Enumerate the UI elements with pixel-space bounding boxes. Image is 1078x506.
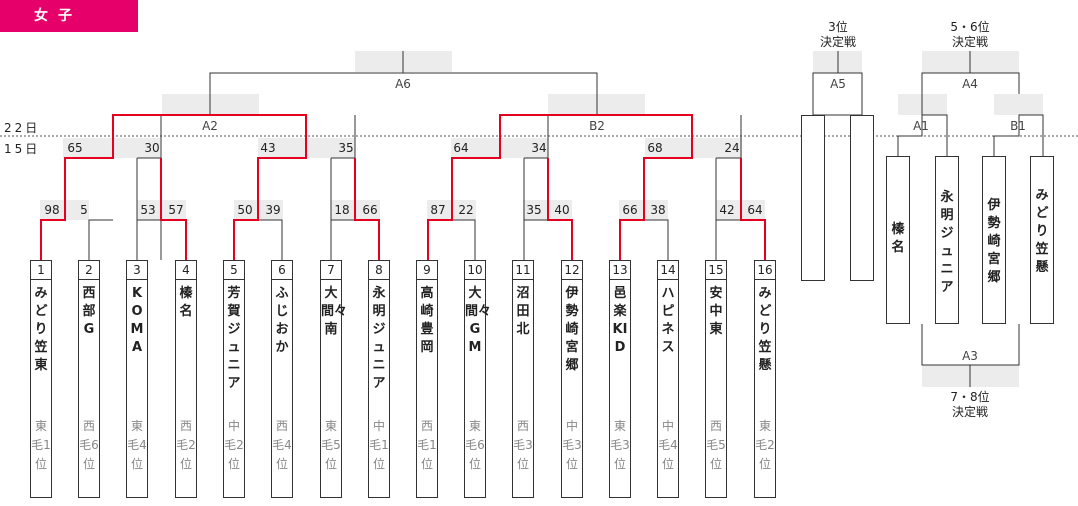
placement-box-b1-right: みどり笠懸 <box>1030 156 1054 324</box>
bracket-winner-red <box>40 114 766 260</box>
fifth-place-title: 5・6位決定戦 <box>950 20 990 49</box>
round-label-a3: A3 <box>962 349 978 363</box>
score-r1-11: 35 <box>526 203 542 217</box>
score-r2-2: 30 <box>144 141 160 155</box>
round-label-a2: A2 <box>202 119 218 133</box>
score-r1-13: 66 <box>622 203 638 217</box>
score-r2-7: 68 <box>647 141 663 155</box>
round-label-a5: A5 <box>830 77 846 91</box>
placement-box-a1-left: 榛名 <box>886 156 910 324</box>
score-r1-1: 98 <box>44 203 60 217</box>
score-r1-6: 39 <box>265 203 281 217</box>
third-place-box-1 <box>801 115 825 281</box>
score-r1-9: 87 <box>430 203 446 217</box>
score-r1-16: 64 <box>747 203 763 217</box>
round-label-b1: B1 <box>1010 119 1026 133</box>
round-label-a1: A1 <box>913 119 929 133</box>
third-place-box-2 <box>850 115 874 281</box>
round-label-a4: A4 <box>962 77 978 91</box>
score-r1-2: 5 <box>80 203 88 217</box>
score-r1-15: 42 <box>719 203 735 217</box>
score-r2-4: 35 <box>338 141 354 155</box>
round-label-a6: A6 <box>395 77 411 91</box>
score-r1-5: 50 <box>237 203 253 217</box>
seventh-place-title: 7・8位決定戦 <box>950 390 990 419</box>
score-r1-4: 57 <box>168 203 184 217</box>
day-label-22: 22日 <box>4 121 41 135</box>
score-r1-3: 53 <box>140 203 156 217</box>
score-r1-10: 22 <box>458 203 474 217</box>
score-r1-14: 38 <box>650 203 666 217</box>
placement-box-a1-right: 永明ジュニア <box>935 156 959 324</box>
score-r1-8: 66 <box>362 203 378 217</box>
category-title: 女子 <box>0 0 138 32</box>
score-r1-7: 18 <box>334 203 350 217</box>
score-r1-12: 40 <box>554 203 570 217</box>
score-r2-3: 43 <box>260 141 276 155</box>
day-label-15: 15日 <box>4 142 41 156</box>
score-r2-1: 65 <box>67 141 83 155</box>
score-backgrounds <box>40 51 1043 387</box>
placement-box-b1-left: 伊勢崎宮郷 <box>982 156 1006 324</box>
score-r2-6: 34 <box>531 141 547 155</box>
score-r2-8: 24 <box>724 141 740 155</box>
round-label-b2: B2 <box>589 119 605 133</box>
score-r2-5: 64 <box>453 141 469 155</box>
third-place-title: 3位決定戦 <box>819 20 856 49</box>
